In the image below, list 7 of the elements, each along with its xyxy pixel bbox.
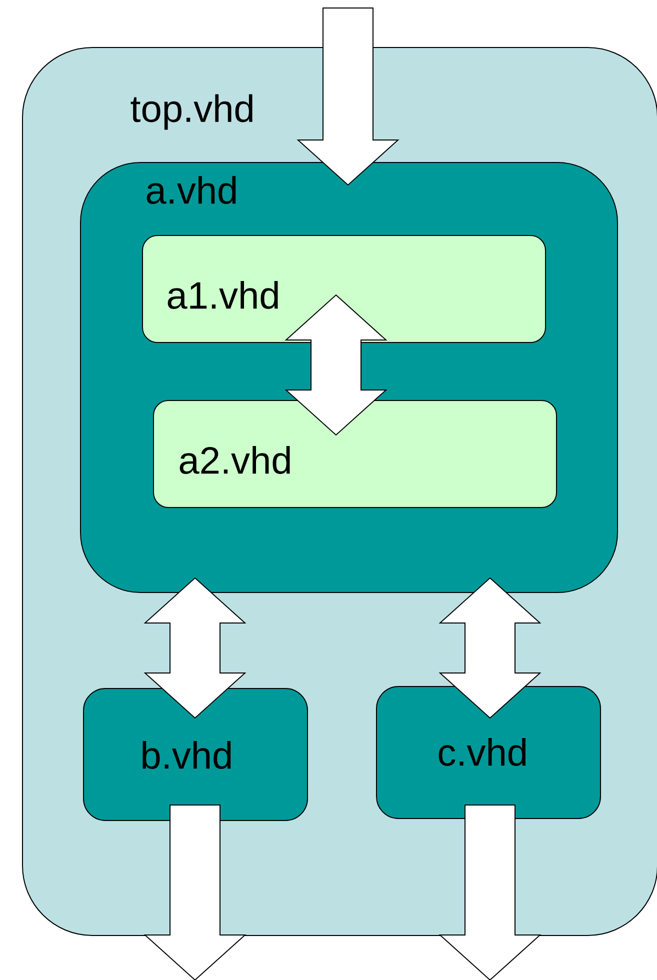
module-box: c.vhd <box>376 686 601 819</box>
module-box: b.vhd <box>83 688 308 821</box>
block-arrow <box>296 8 400 186</box>
block-arrow <box>144 804 246 980</box>
module-box: a2.vhd <box>153 400 557 508</box>
module-box: a1.vhd <box>142 235 546 343</box>
block-arrow <box>438 804 542 980</box>
